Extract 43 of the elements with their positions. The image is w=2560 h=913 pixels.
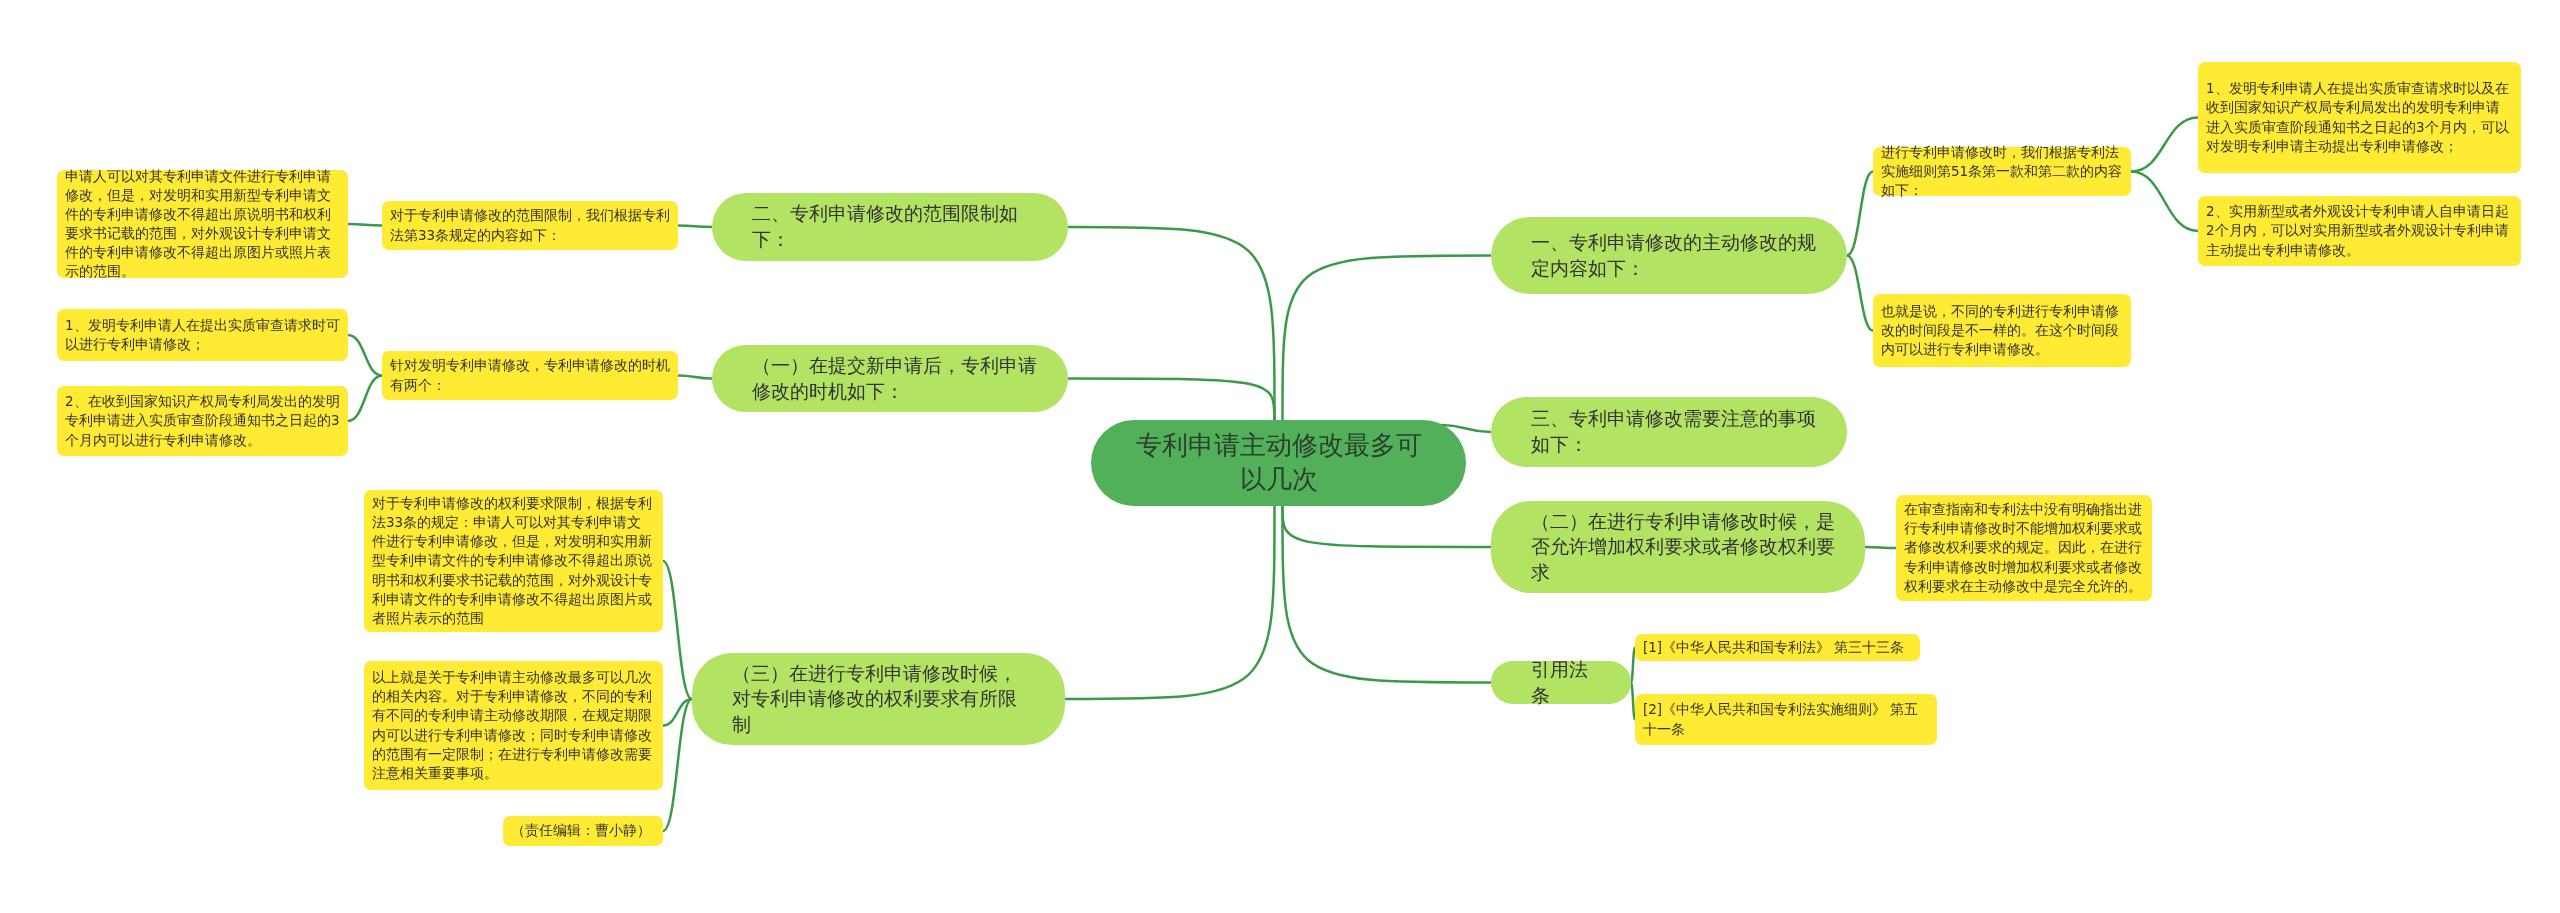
note-box: 2、在收到国家知识产权局专利局发出的发明专利申请进入实质审查阶段通知书之日起的3个月内可以进行专利申请修改。 [57,386,348,456]
topic-box: 二、专利申请修改的范围限制如下： [712,193,1068,261]
note-box: 以上就是关于专利申请主动修改最多可以几次的相关内容。对于专利申请修改，不同的专利有不同的专利申请主动修改期限，在规定期限内可以进行专利申请修改；同时专利申请修改的范围有一定限制；在进行专利申请修改需要注意相关重要事项。 [364,661,663,790]
connector-line [1281,254,1491,420]
connector-line [1068,377,1276,420]
note-box: （责任编辑：曹小静） [503,816,663,846]
note-box: [2]《中华人民共和国专利法实施细则》 第五十一条 [1635,694,1937,745]
connector-line [678,374,712,380]
topic-box: 引用法条 [1491,661,1631,704]
connector-line [1846,170,1874,257]
note-box: [1]《中华人民共和国专利法》 第三十三条 [1635,634,1920,661]
note-box: 1、发明专利申请人在提出实质审查请求时以及在收到国家知识产权局专利局发出的发明专利申请进入实质审查阶段通知书之日起的3个月内，可以对发明专利申请主动提出专利申请修改； [2198,62,2521,173]
note-box: 针对发明专利申请修改，专利申请修改的时机有两个： [382,351,678,400]
topic-box: 一、专利申请修改的主动修改的规定内容如下： [1491,217,1847,294]
connector-line [1281,506,1491,684]
connector-line [1440,423,1492,434]
connector-line [2130,116,2199,173]
topic-box: （二）在进行专利申请修改时候，是否允许增加权利要求或者修改权利要求 [1491,501,1865,593]
note-box: 对于专利申请修改的范围限制，我们根据专利法第33条规定的内容如下： [382,201,678,250]
connector-line [662,560,693,700]
connector-line [1629,647,1637,683]
connector-line [348,222,382,227]
central-topic: 专利申请主动修改最多可以几次 [1091,420,1466,506]
note-box: 在审查指南和专利法中没有明确指出进行专利申请修改时不能增加权利要求或者修改权利要求的规定。因此，在进行专利申请修改时增加权利要求或者修改权利要求在主动修改中是完全允许的。 [1896,495,2152,601]
topic-box: （三）在进行专利申请修改时候，对专利申请修改的权利要求有所限制 [692,653,1065,745]
note-box: 2、实用新型或者外观设计专利申请人自申请日起2个月内，可以对实用新型或者外观设计专利申请主动提出专利申请修改。 [2198,196,2521,266]
note-box: 对于专利申请修改的权利要求限制，根据专利法33条的规定：申请人可以对其专利申请文件进行专利申请修改，但是，对发明和实用新型专利申请文件的专利申请修改不得超出原说明书和权利要求书记载的范围，对外观设计专利申请文件的专利申请修改不得超出原图片或者照片表示的范围 [364,490,663,632]
connector-line [347,333,383,377]
connector-line [1629,682,1637,720]
connector-line [1865,545,1896,550]
connector-line [678,224,712,229]
note-box: 1、发明专利申请人在提出实质审查请求时可以进行专利申请修改； [57,309,348,361]
note-box: 进行专利申请修改时，我们根据专利法实施细则第51条第一款和第二款的内容如下： [1873,147,2131,196]
note-box: 申请人可以对其专利申请文件进行专利申请修改，但是，对发明和实用新型专利申请文件的专利申请修改不得超出原说明书和权利要求书记载的范围，对外观设计专利申请文件的专利申请修改不得超出原图片或照片表示的范围。 [57,170,348,278]
connector-line [662,698,693,832]
connector-line [347,374,383,423]
connector-line [1065,506,1276,701]
note-box: 也就是说，不同的专利进行专利申请修改的时间段是不一样的。在这个时间段内可以进行专利申请修改。 [1873,294,2131,367]
topic-box: 三、专利申请修改需要注意的事项如下： [1491,397,1847,467]
connector-line [2130,170,2199,233]
topic-box: （一）在提交新申请后，专利申请修改的时机如下： [712,345,1068,412]
connector-line [662,697,693,727]
connector-line [1846,254,1874,332]
